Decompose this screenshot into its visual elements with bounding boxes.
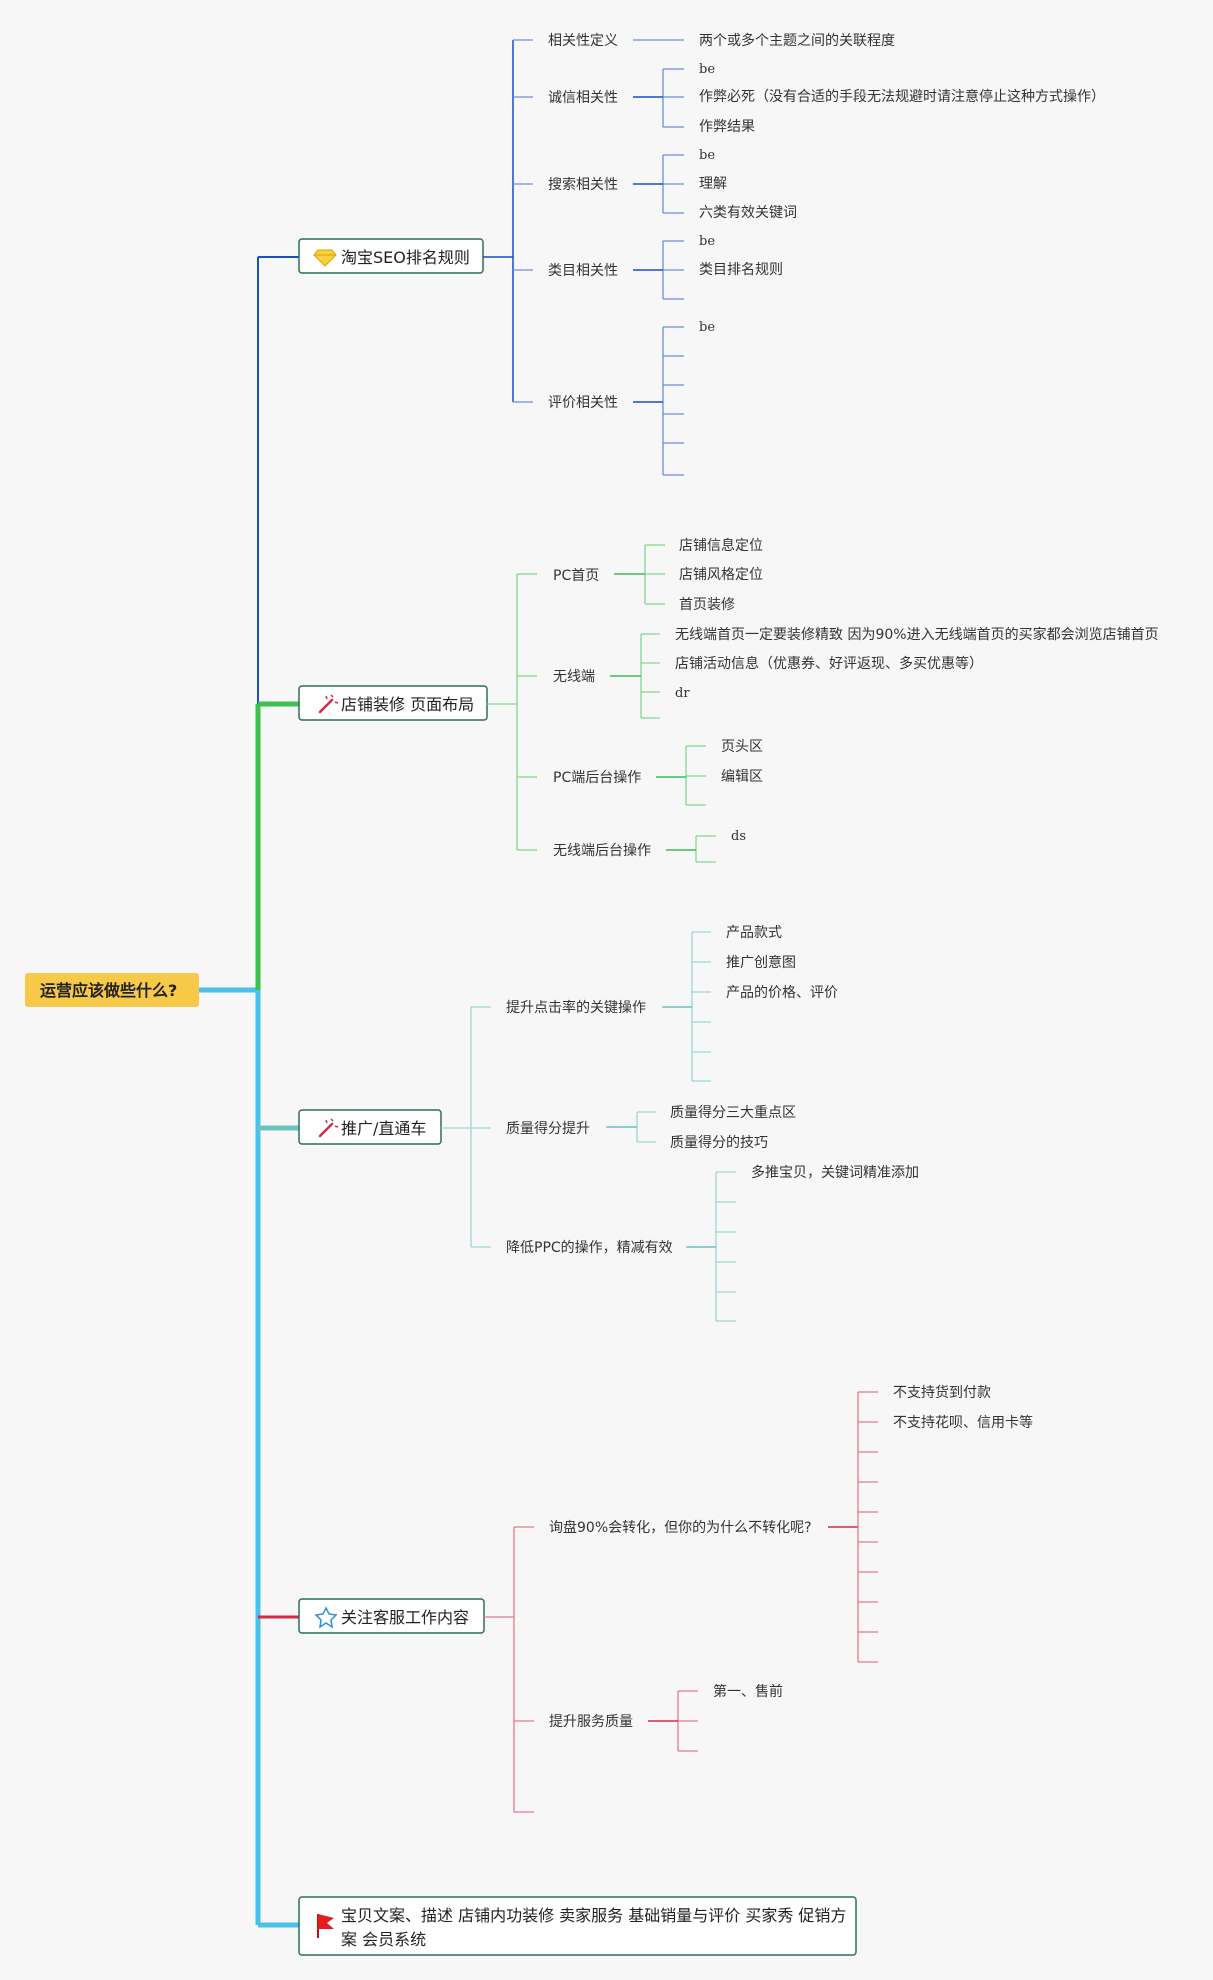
branch-last-label-line1: 宝贝文案、描述 店铺内功装修 卖家服务 基础销量与评价 买家秀 促销方 [341,1906,846,1925]
leaf[interactable]: ds [731,829,746,844]
leaf[interactable]: be [699,62,715,77]
branch-promo: 推广/直通车 [298,925,919,1322]
seo-topic-search[interactable]: 搜索相关性 [548,176,618,193]
branch-seo-node[interactable]: 淘宝SEO排名规则 [298,238,484,274]
branch-decor-node[interactable]: 店铺装修 页面布局 [298,685,488,721]
leaf[interactable]: 不支持花呗、信用卡等 [893,1414,1033,1431]
leaf[interactable]: 两个或多个主题之间的关联程度 [699,32,895,49]
decor-topic-wireless-backend[interactable]: 无线端后台操作 [553,843,651,859]
leaf[interactable]: 作弊结果 [699,119,755,135]
leaf[interactable]: be [699,234,715,249]
leaf[interactable]: 店铺活动信息（优惠券、好评返现、多买优惠等） [675,655,983,672]
promo-topic-ctr[interactable]: 提升点击率的关键操作 [506,999,646,1016]
branch-seo: 淘宝SEO排名规则 [298,32,1105,476]
leaf[interactable]: 店铺信息定位 [679,537,763,554]
branch-promo-node[interactable]: 推广/直通车 [298,1109,442,1145]
root-connectors [198,256,299,1928]
leaf[interactable]: 无线端首页一定要装修精致 因为90%进入无线端首页的买家都会浏览店铺首页 [675,626,1159,643]
leaf[interactable]: dr [675,686,690,701]
branch-last-label-line2: 案 会员系统 [341,1930,426,1949]
star-icon [314,1606,338,1629]
leaf[interactable]: 页头区 [721,739,763,755]
seo-topic-review[interactable]: 评价相关性 [548,395,618,411]
decor-topic-pc-backend[interactable]: PC端后台操作 [553,770,641,786]
service-topic-improve-quality[interactable]: 提升服务质量 [549,1714,633,1730]
leaf[interactable]: 店铺风格定位 [679,567,763,583]
magic-wand-icon [318,694,339,714]
promo-topic-quality-score[interactable]: 质量得分提升 [506,1120,590,1137]
leaf[interactable]: 产品款式 [726,925,782,941]
seo-topic-category[interactable]: 类目相关性 [548,263,618,279]
branch-seo-label: 淘宝SEO排名规则 [341,248,470,267]
branch-last: 宝贝文案、描述 店铺内功装修 卖家服务 基础销量与评价 买家秀 促销方 案 会员… [298,1896,857,1956]
leaf[interactable]: 类目排名规则 [699,262,783,278]
branch-service-node[interactable]: 关注客服工作内容 [298,1598,485,1634]
branch-decor-label: 店铺装修 页面布局 [341,695,474,714]
leaf[interactable]: 不支持货到付款 [893,1384,991,1401]
decor-topic-pc-home[interactable]: PC首页 [553,568,599,584]
red-flag-icon [317,1914,334,1938]
leaf[interactable]: 理解 [699,176,727,192]
seo-topic-relevance-definition[interactable]: 相关性定义 [548,33,618,49]
branch-decor: 店铺装修 页面布局 [298,537,1159,863]
leaf[interactable]: be [699,148,715,163]
service-topic-inquiry-conversion[interactable]: 询盘90%会转化，但你的为什么不转化呢? [549,1519,812,1536]
leaf[interactable]: 六类有效关键词 [699,205,797,221]
leaf[interactable]: 质量得分三大重点区 [670,1104,796,1121]
root-label: 运营应该做些什么? [40,981,177,1000]
leaf[interactable]: 质量得分的技巧 [670,1134,768,1151]
root-node[interactable]: 运营应该做些什么? [25,973,199,1007]
leaf[interactable]: 编辑区 [721,769,763,785]
promo-topic-lower-ppc[interactable]: 降低PPC的操作，精减有效 [506,1240,673,1256]
leaf[interactable]: be [699,320,715,335]
magic-wand-icon [318,1118,339,1138]
leaf[interactable]: 推广创意图 [726,954,796,971]
branch-promo-label: 推广/直通车 [341,1119,426,1138]
branch-service-label: 关注客服工作内容 [341,1608,469,1627]
diamond-icon [313,249,337,267]
branch-last-node[interactable]: 宝贝文案、描述 店铺内功装修 卖家服务 基础销量与评价 买家秀 促销方 案 会员… [298,1896,857,1956]
leaf[interactable]: 第一、售前 [713,1683,783,1700]
leaf[interactable]: 多推宝贝，关键词精准添加 [751,1164,919,1181]
branch-service: 关注客服工作内容 [298,1384,1033,1813]
leaf[interactable]: 首页装修 [679,597,735,613]
decor-topic-wireless[interactable]: 无线端 [553,669,595,685]
seo-topic-integrity[interactable]: 诚信相关性 [548,90,618,106]
leaf[interactable]: 作弊必死（没有合适的手段无法规避时请注意停止这种方式操作） [699,88,1105,105]
leaf[interactable]: 产品的价格、评价 [726,985,838,1001]
